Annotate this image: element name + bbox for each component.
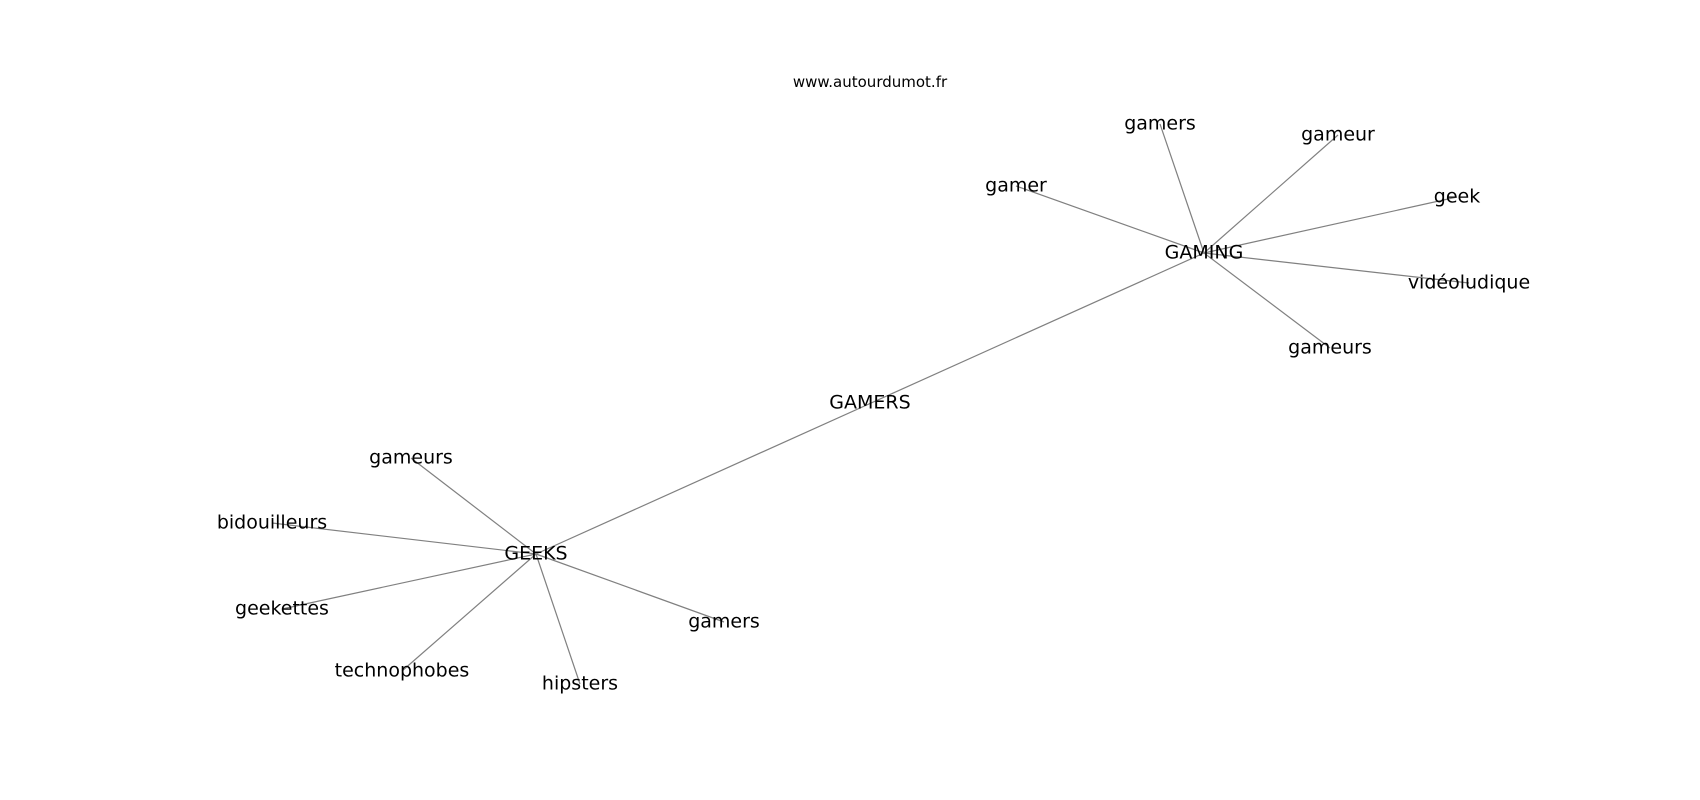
node-label-gaming: GAMING xyxy=(1165,242,1244,264)
edge-gaming-gaming_gamer xyxy=(1015,185,1205,254)
edge-geeks-geeks_bidouilleurs xyxy=(271,522,537,555)
edge-geeks-geeks_gamers xyxy=(535,553,725,623)
node-label-gaming-gameurs: gameurs xyxy=(1288,337,1372,359)
node-label-geeks-technophobes: technophobes xyxy=(335,660,470,682)
node-label-geeks: GEEKS xyxy=(504,543,567,565)
node-label-gaming-gamers: gamers xyxy=(1124,113,1196,135)
node-label-geeks-gameurs: gameurs xyxy=(369,447,453,469)
edge-gaming-gaming_gamers xyxy=(1159,123,1205,254)
node-label-geeks-bidouilleurs: bidouilleurs xyxy=(217,512,327,534)
edge-gaming-gaming_gameur xyxy=(1203,134,1339,254)
edge-geeks-geeks_geekettes xyxy=(281,553,537,610)
edge-gaming-gaming_geek xyxy=(1203,196,1458,254)
edge-geeks-gaming xyxy=(535,252,1205,555)
source-site-label: www.autourdumot.fr xyxy=(793,73,948,91)
node-label-gamers-center: GAMERS xyxy=(829,392,910,414)
node-label-gaming-gameur: gameur xyxy=(1301,124,1375,146)
edge-gaming-gaming_videoludique xyxy=(1203,252,1470,284)
node-label-geeks-hipsters: hipsters xyxy=(542,673,618,695)
edges-layer xyxy=(271,123,1470,685)
node-label-geeks-geekettes: geekettes xyxy=(235,598,329,620)
edge-geeks-geeks_technophobes xyxy=(401,553,537,672)
edge-gaming-gaming_gameurs xyxy=(1203,252,1331,349)
nodes-layer: GAMERS GAMING GEEKS gamers gameur gamer geek vi… xyxy=(217,113,1530,695)
edge-geeks-geeks_hipsters xyxy=(535,553,581,685)
node-label-gaming-geek: geek xyxy=(1434,186,1480,208)
node-label-gaming-videoludique: vidéoludique xyxy=(1408,272,1530,294)
node-label-geeks-gamers: gamers xyxy=(688,611,760,633)
node-label-gaming-gamer: gamer xyxy=(985,175,1047,197)
edge-geeks-geeks_gameurs xyxy=(410,457,537,555)
